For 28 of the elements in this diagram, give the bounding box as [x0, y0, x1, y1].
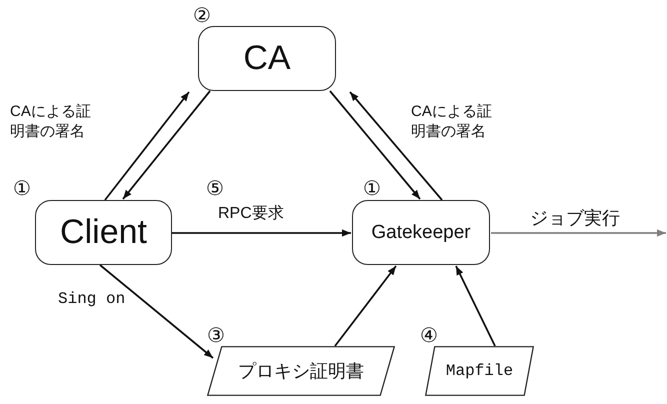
arrow	[334, 265, 397, 347]
edge-label: Sing on	[58, 290, 126, 308]
arrow	[99, 264, 214, 359]
arrow	[349, 91, 443, 201]
annotation-text: CAによる証明書の署名	[411, 102, 493, 142]
step-number: ④	[420, 324, 438, 348]
step-number: ①	[363, 177, 381, 201]
process-box	[352, 200, 490, 265]
arrow	[491, 229, 666, 237]
process-box	[198, 26, 336, 91]
step-number: ①	[13, 177, 31, 201]
node-label: プロキシ証明書	[238, 360, 364, 383]
step-number: ②	[193, 4, 211, 28]
data-parallelogram	[207, 346, 395, 396]
annotation-text: CAによる証明書の署名	[10, 102, 92, 142]
node-label: Client	[60, 213, 147, 252]
arrow	[329, 90, 421, 200]
arrow	[122, 90, 211, 200]
step-number: ③	[207, 324, 225, 348]
node-label: Mapfile	[446, 362, 514, 380]
process-box	[35, 200, 172, 265]
arrow	[172, 229, 351, 237]
data-parallelogram	[425, 346, 534, 396]
arrow	[455, 266, 496, 346]
arrow	[104, 91, 190, 201]
node-label: CA	[243, 39, 291, 78]
node-label: Gatekeeper	[371, 222, 471, 244]
step-number: ⑤	[206, 177, 224, 201]
